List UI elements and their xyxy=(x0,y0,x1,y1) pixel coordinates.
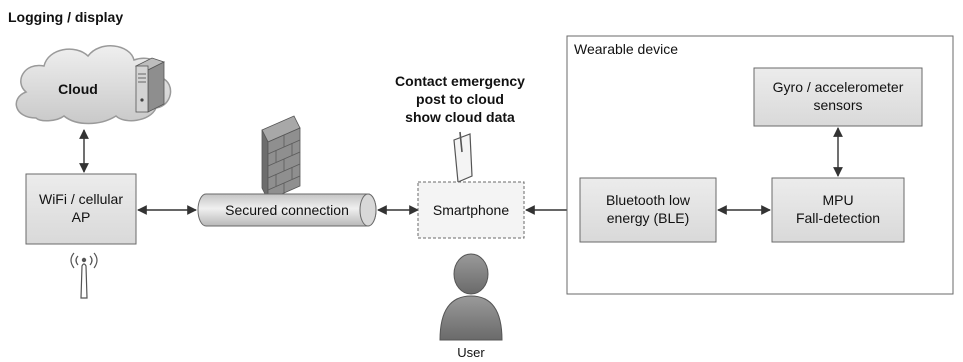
phone-icon xyxy=(453,131,473,183)
sensors-label-line2: sensors xyxy=(813,97,862,113)
smartphone-box: Smartphone xyxy=(417,181,525,239)
sensors-label-line1: Gyro / accelerometer xyxy=(773,79,904,95)
secured-connection: Secured connection xyxy=(197,193,377,227)
wifi-ap-box: WiFi / cellular AP xyxy=(25,173,137,245)
firewall-icon xyxy=(261,115,301,201)
mpu-box: MPU Fall-detection xyxy=(771,177,905,243)
mpu-label-line2: Fall-detection xyxy=(796,210,880,226)
smartphone-label: Smartphone xyxy=(433,202,509,218)
ble-label-line2: energy (BLE) xyxy=(607,210,689,226)
mpu-label-line1: MPU xyxy=(822,192,853,208)
smartphone-note: Contact emergency post to cloud show clo… xyxy=(395,73,525,125)
note-line-2: post to cloud xyxy=(416,91,504,107)
note-line-3: show cloud data xyxy=(405,109,515,125)
user-icon xyxy=(439,253,503,341)
user-label: User xyxy=(457,345,485,360)
wearable-device-title: Wearable device xyxy=(574,41,678,57)
wifi-ap-label-line2: AP xyxy=(72,209,91,225)
server-icon xyxy=(134,57,166,113)
wifi-ap-label-line1: WiFi / cellular xyxy=(39,191,123,207)
cloud-label: Cloud xyxy=(58,81,98,97)
note-line-1: Contact emergency xyxy=(395,73,525,89)
page-title: Logging / display xyxy=(8,9,123,25)
ble-box: Bluetooth low energy (BLE) xyxy=(579,177,717,243)
secured-connection-label: Secured connection xyxy=(225,202,349,218)
ble-label-line1: Bluetooth low xyxy=(606,192,691,208)
antenna-icon xyxy=(70,252,98,299)
cloud-node: Cloud xyxy=(15,45,172,125)
sensors-box: Gyro / accelerometer sensors xyxy=(753,67,923,127)
